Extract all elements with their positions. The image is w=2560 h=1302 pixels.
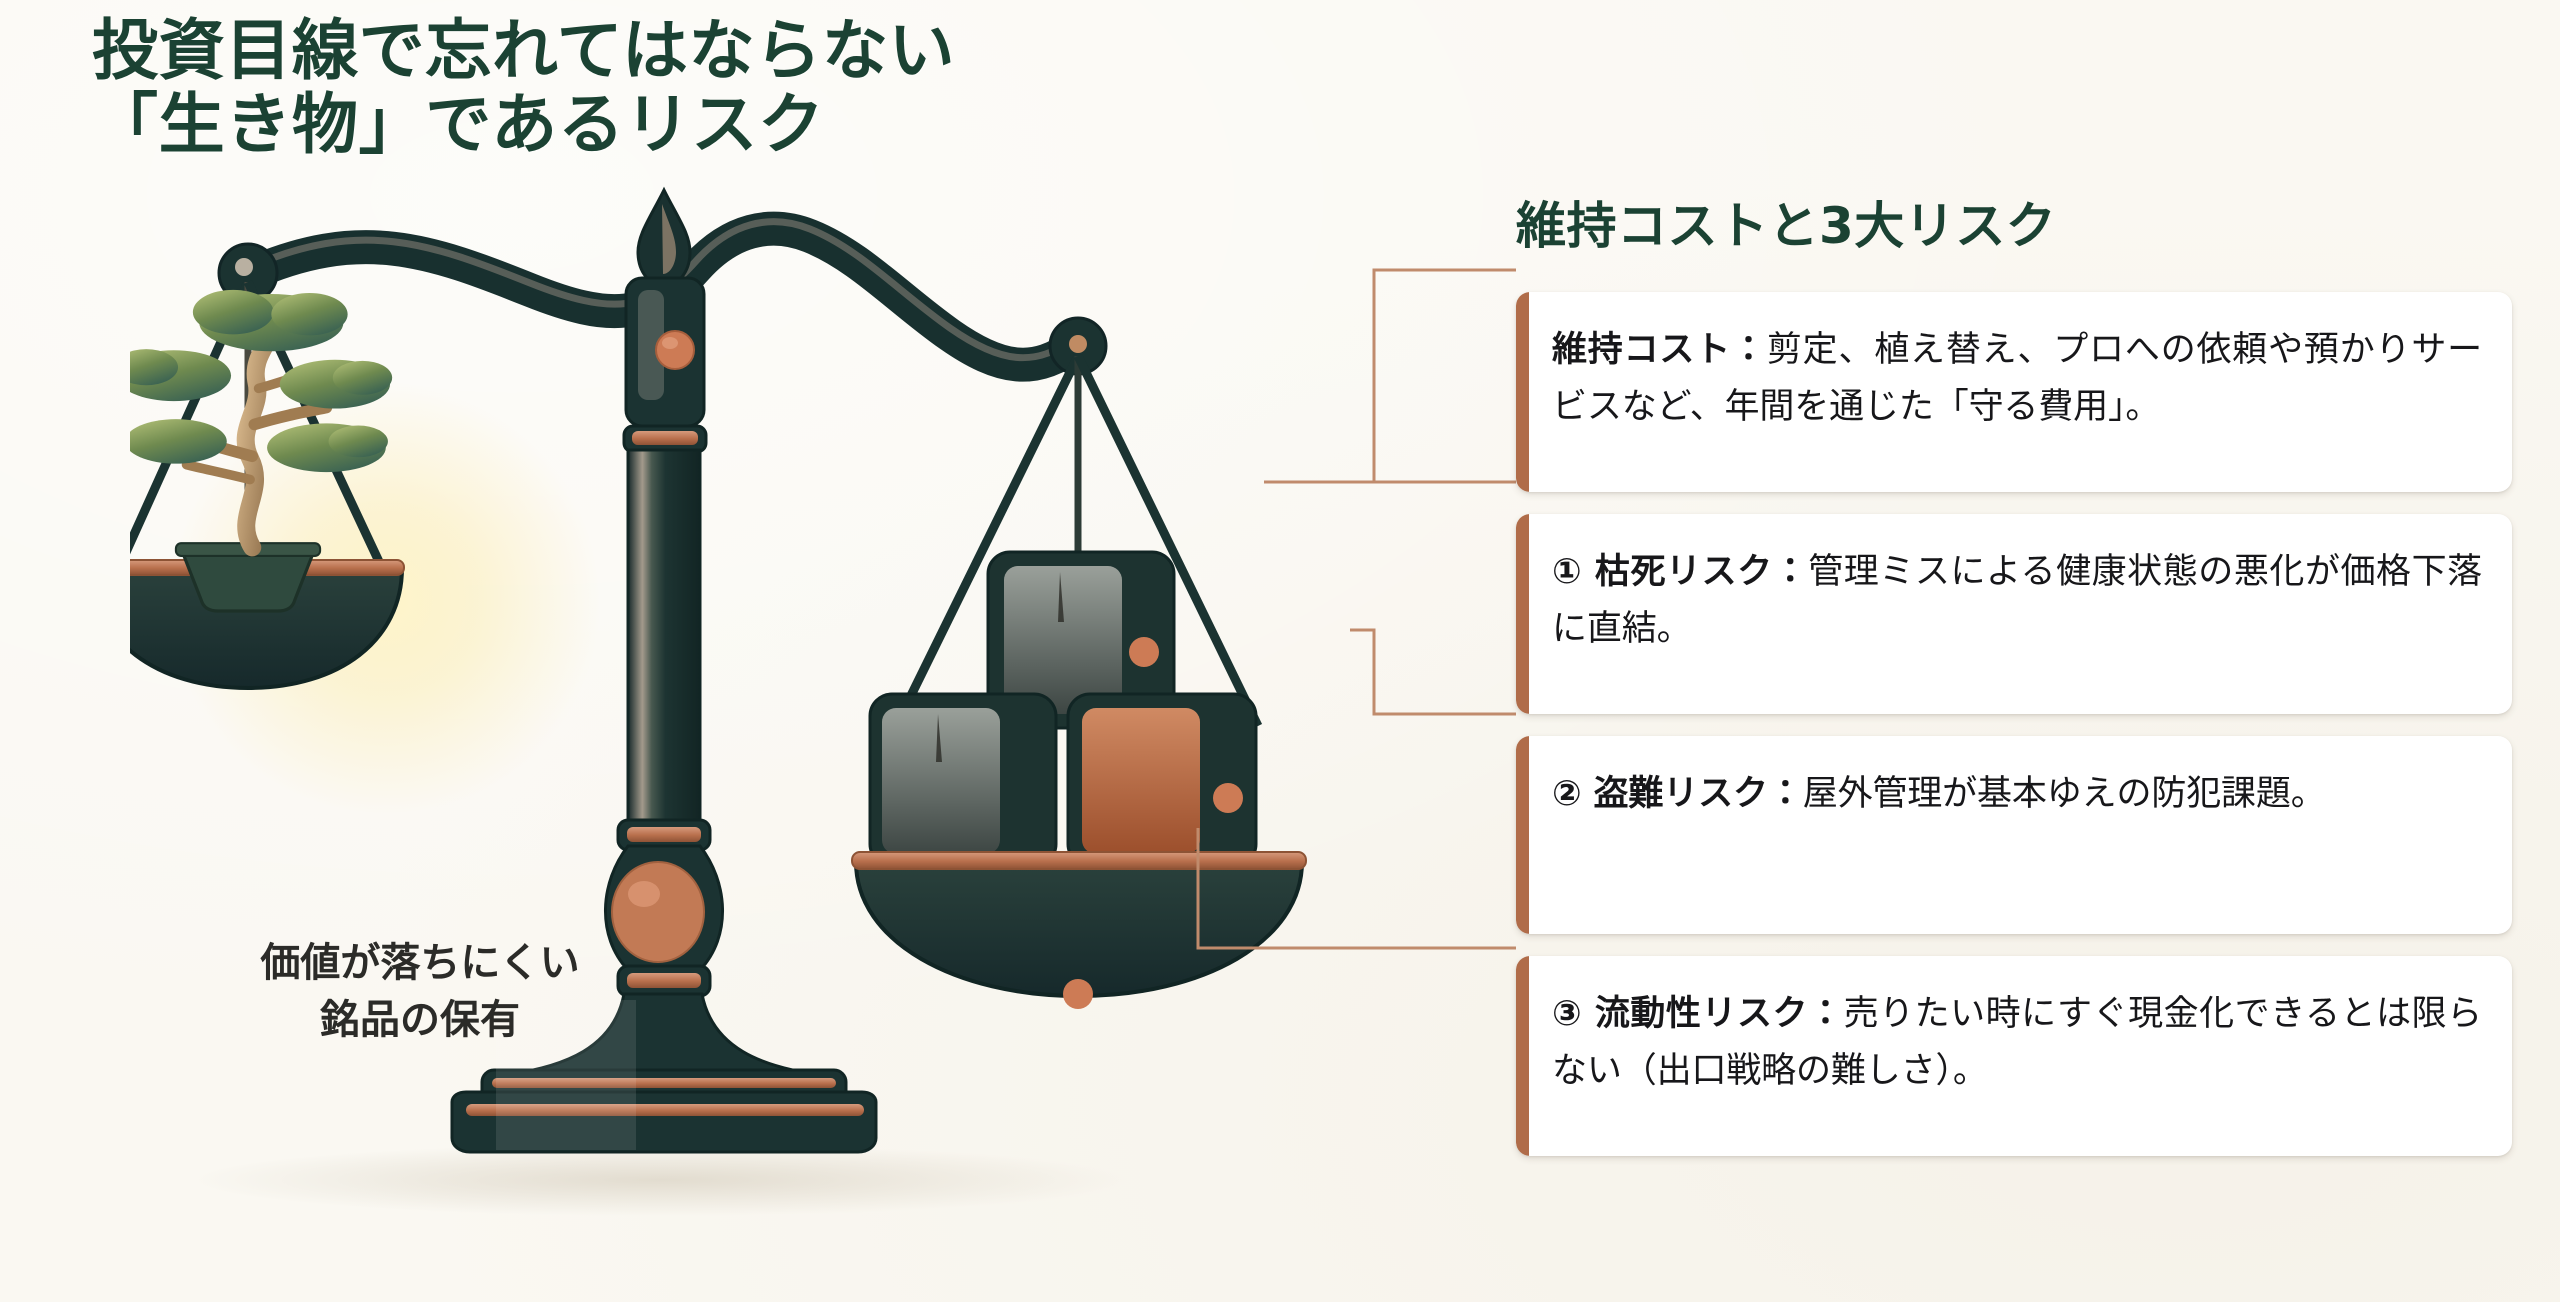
left-pan-caption: 価値が落ちにくい 銘品の保有: [150, 935, 690, 1049]
risk-card-separator: ：: [1767, 774, 1803, 814]
risk-card-theft-risk[interactable]: ② 盗難リスク：屋外管理が基本ゆえの防犯課題。: [1516, 736, 2512, 934]
risk-card-separator: ：: [1808, 994, 1844, 1034]
risk-card-body: 屋外管理が基本ゆえの防犯課題。: [1802, 774, 2326, 814]
page-title-line-1: 投資目線で忘れてはならない: [92, 12, 956, 89]
risk-card-separator: ：: [1772, 552, 1809, 592]
balance-scale-illustration: [130, 170, 1450, 1300]
risk-card-text: ① 枯死リスク：管理ミスによる健康状態の悪化が価格下落に直結。: [1552, 544, 2482, 657]
risk-panel: 維持コストと3大リスク 維持コスト：剪定、植え替え、プロへの依頼や預かりサービス…: [1516, 196, 2512, 1156]
page-title: 投資目線で忘れてはならない 「生き物」であるリスク: [92, 14, 1292, 162]
risk-card-body: 管理ミスによる健康状態の悪化が価格下落に直結。: [1552, 552, 2482, 649]
risk-card-text: ② 盗難リスク：屋外管理が基本ゆえの防犯課題。: [1552, 766, 2482, 823]
risk-card-lead: ③ 流動性リスク: [1552, 994, 1809, 1034]
page-title-line-2: 「生き物」であるリスク: [92, 85, 825, 163]
risk-card-text: 維持コスト：剪定、植え替え、プロへの依頼や預かりサービスなど、年間を通じた「守る…: [1552, 322, 2482, 435]
risk-card-body: 剪定、植え替え、プロへの依頼や預かりサービスなど、年間を通じた「守る費用」。: [1552, 330, 2482, 427]
risk-card-lead: ② 盗難リスク: [1552, 774, 1768, 814]
risk-card-withering-risk[interactable]: ① 枯死リスク：管理ミスによる健康状態の悪化が価格下落に直結。: [1516, 514, 2512, 714]
left-pan-caption-line-2: 銘品の保有: [320, 996, 520, 1043]
risk-card-body: 売りたい時にすぐ現金化できるとは限らない（出口戦略の難しさ）。: [1552, 994, 2482, 1091]
risk-card-liquidity-risk[interactable]: ③ 流動性リスク：売りたい時にすぐ現金化できるとは限らない（出口戦略の難しさ）。: [1516, 956, 2512, 1156]
risk-card-separator: ：: [1731, 330, 1767, 370]
risk-card-text: ③ 流動性リスク：売りたい時にすぐ現金化できるとは限らない（出口戦略の難しさ）。: [1552, 986, 2482, 1099]
left-pan-caption-line-1: 価値が落ちにくい: [260, 940, 580, 986]
risk-card-lead: ① 枯死リスク: [1552, 552, 1773, 592]
panel-heading: 維持コストと3大リスク: [1516, 197, 2057, 255]
risk-card-lead: 維持コスト: [1552, 330, 1732, 370]
risk-card-maintenance-cost[interactable]: 維持コスト：剪定、植え替え、プロへの依頼や預かりサービスなど、年間を通じた「守る…: [1516, 292, 2512, 492]
